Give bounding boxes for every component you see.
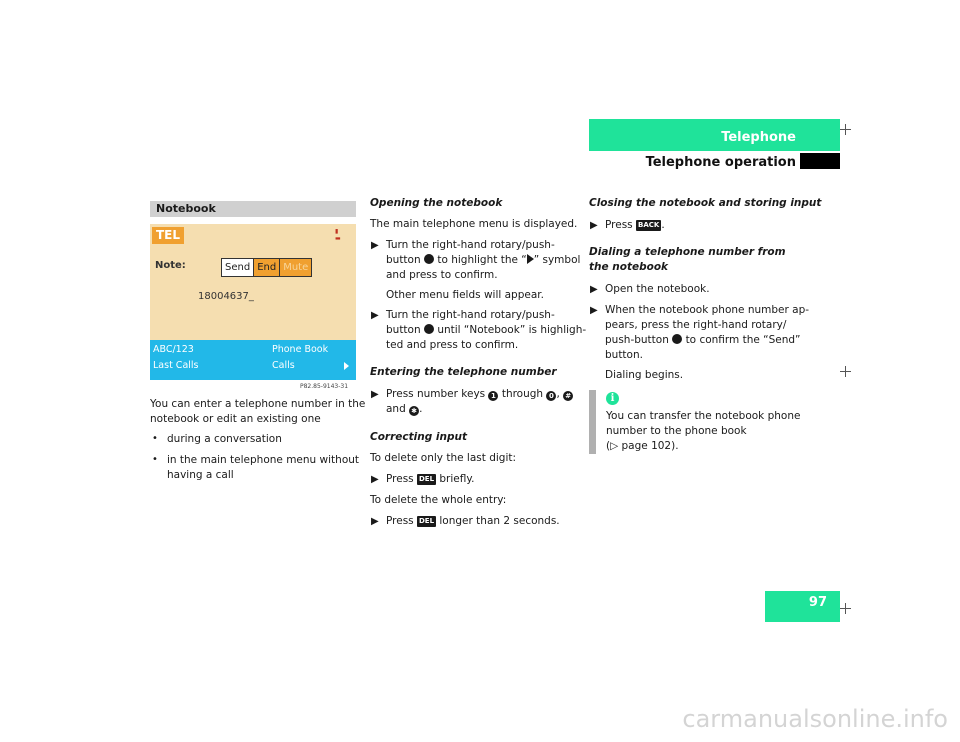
dialing-begins: Dialing begins.: [605, 369, 684, 381]
step-arrow-icon: ▶: [371, 240, 379, 251]
figure-label: Notebook: [150, 201, 356, 217]
info-icon: i: [606, 392, 619, 405]
key-0-icon: 0: [546, 391, 557, 401]
entered-number: 18004637_: [198, 291, 254, 302]
step-arrow-icon: ▶: [371, 389, 379, 400]
bullet-icon: •: [152, 454, 158, 465]
figure-code: P82.85-9143-31: [300, 383, 349, 390]
when-line-2: pears, press the right-hand rotary/: [605, 319, 787, 331]
bullet-2-line-1: in the main telephone menu without: [167, 454, 360, 466]
press-del-long: Press DEL longer than 2 seconds.: [386, 515, 560, 527]
signal-icon: ▮▬: [335, 228, 341, 242]
note-label: Note:: [155, 260, 186, 271]
play-symbol-icon: [526, 254, 534, 264]
rotary-button-icon: [423, 324, 434, 334]
watermark: carmanualsonline.info: [682, 705, 948, 733]
step-arrow-icon: ▶: [590, 284, 598, 295]
display-bottom-bar: ABC/123 Last Calls Phone Book Calls: [150, 340, 356, 380]
send-softkey: Send: [222, 259, 254, 276]
step2-line-1: Turn the right-hand rotary/push-: [386, 309, 555, 321]
info-line-3: (▷ page 102).: [606, 440, 679, 452]
display-button-row: Send End Mute: [221, 258, 313, 277]
page-number: 97: [808, 595, 827, 610]
page-number-box: [765, 591, 840, 622]
step2-line-3: ted and press to confirm.: [386, 339, 519, 351]
tel-mode-indicator: TEL: [152, 227, 184, 244]
header-band: [589, 119, 840, 151]
rotary-button-icon: [423, 254, 434, 264]
rotary-button-icon: [672, 334, 683, 344]
step1-line-2: button to highlight the “” symbol: [386, 254, 581, 266]
step-arrow-icon: ▶: [371, 310, 379, 321]
step-arrow-icon: ▶: [590, 305, 598, 316]
info-sidebar: [589, 390, 596, 454]
closing-heading: Closing the notebook and storing input: [589, 197, 822, 209]
step1-line-3: and press to confirm.: [386, 269, 498, 281]
subsection-title: Telephone operation: [645, 155, 796, 170]
dialing-heading-line-1: Dialing a telephone number from: [589, 246, 786, 258]
enter-line-2: and ✱.: [386, 403, 423, 416]
info-line-1: You can transfer the notebook phone: [606, 410, 801, 422]
key-1-icon: 1: [488, 391, 499, 401]
delete-last-text: To delete only the last digit:: [370, 452, 517, 464]
step1-note: Other menu fields will appear.: [386, 289, 544, 301]
bullet-2-line-2: having a call: [167, 469, 234, 481]
abc-123-label: ABC/123: [153, 344, 194, 355]
opening-intro: The main telephone menu is displayed.: [370, 218, 578, 230]
open-notebook-step: Open the notebook.: [605, 283, 710, 295]
crop-mark: [840, 366, 851, 377]
opening-heading: Opening the notebook: [370, 197, 503, 209]
back-key-icon: BACK: [635, 220, 662, 231]
step-arrow-icon: ▶: [371, 516, 379, 527]
dialing-heading-line-2: the notebook: [589, 261, 669, 273]
end-softkey: End: [253, 259, 281, 276]
enter-line-1: Press number keys 1 through 0, #: [386, 387, 574, 402]
entering-heading: Entering the telephone number: [370, 366, 557, 378]
intro-line-1: You can enter a telephone number in the: [150, 398, 366, 410]
step-arrow-icon: ▶: [371, 474, 379, 485]
del-key-icon: DEL: [416, 516, 437, 527]
when-line-4: button.: [605, 349, 643, 361]
section-title: Telephone: [721, 130, 796, 145]
telephone-display: TEL ▮▬ Note: Send End Mute 18004637_ ABC…: [150, 224, 356, 380]
step1-line-1: Turn the right-hand rotary/push-: [386, 239, 555, 251]
key-star-icon: ✱: [409, 406, 420, 416]
when-line-1: When the notebook phone number ap-: [605, 304, 810, 316]
step2-line-2: button until “Notebook” is highligh-: [386, 324, 587, 336]
last-calls-label: Last Calls: [153, 360, 199, 371]
bullet-icon: •: [152, 433, 158, 444]
crop-mark: [840, 603, 851, 614]
header-marker: [800, 153, 840, 169]
press-back: Press BACK.: [605, 219, 665, 231]
calls-label: Calls: [272, 360, 295, 371]
arrow-right-icon: [344, 362, 349, 370]
press-del-briefly: Press DEL briefly.: [386, 473, 475, 485]
step-arrow-icon: ▶: [590, 220, 598, 231]
when-line-3: push-button to confirm the “Send”: [605, 334, 801, 346]
delete-all-text: To delete the whole entry:: [370, 494, 507, 506]
info-line-2: number to the phone book: [606, 425, 747, 437]
correcting-heading: Correcting input: [370, 431, 467, 443]
bullet-1: during a conversation: [167, 433, 282, 445]
mute-softkey: Mute: [280, 259, 312, 276]
del-key-icon: DEL: [416, 474, 437, 485]
crop-mark: [840, 124, 851, 135]
intro-line-2: notebook or edit an existing one: [150, 413, 321, 425]
phone-book-label: Phone Book: [272, 344, 329, 355]
key-hash-icon: #: [563, 391, 574, 401]
